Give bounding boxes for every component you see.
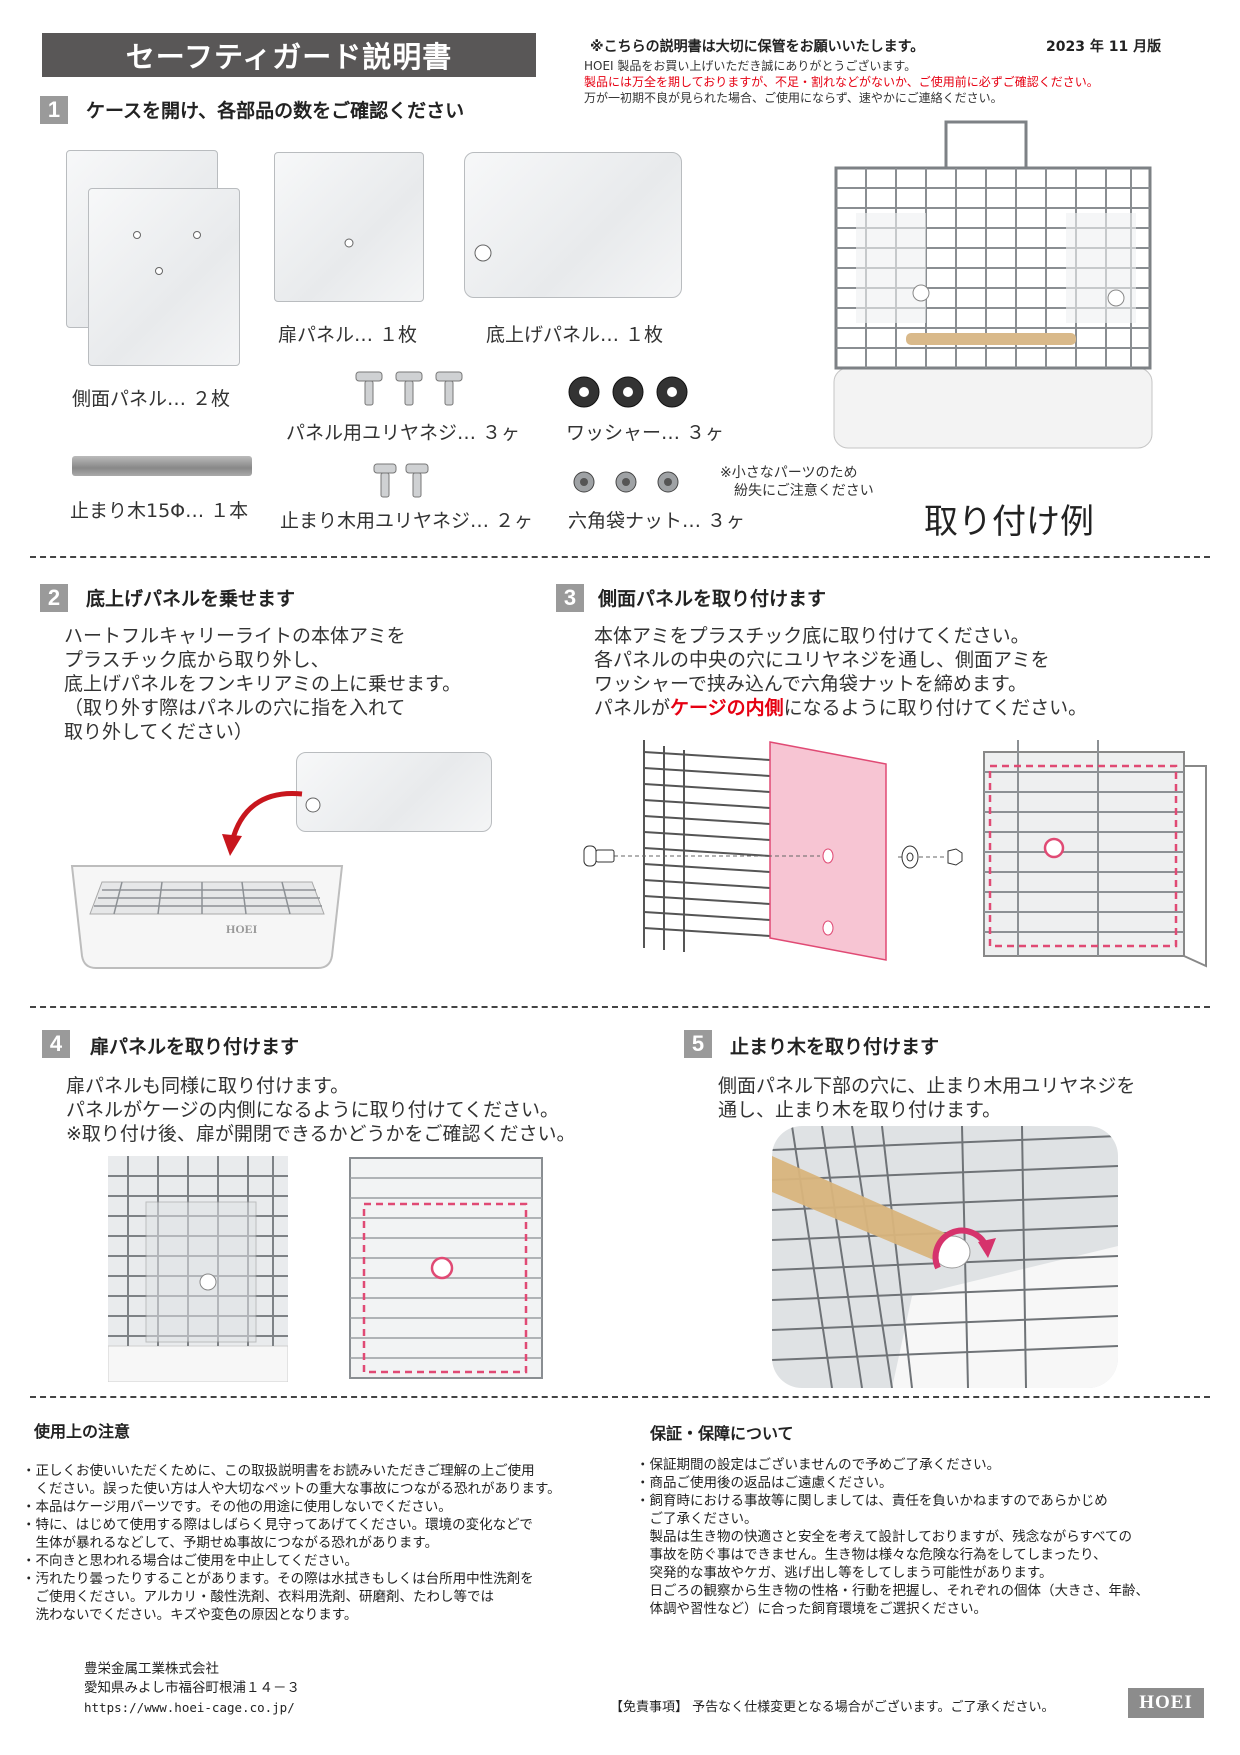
- caution-line: ご使用ください。アルカリ・酸性洗剤、衣料用洗剤、研磨剤、たわし等では: [22, 1589, 494, 1605]
- side-panel-installed-diagram: [983, 740, 1207, 968]
- section-3-line-4-pre: パネルが: [594, 697, 671, 719]
- warranty-title: 保証・保障について: [650, 1424, 794, 1443]
- company-url[interactable]: https://www.hoei-cage.co.jp/: [84, 1700, 295, 1715]
- warranty-line: 体調や習性など）に合った飼育環境をご選択ください。: [636, 1601, 987, 1617]
- document-title: セーフティガード説明書: [42, 33, 536, 77]
- panel-screw-label: パネル用ユリヤネジ… ３ヶ: [286, 422, 521, 444]
- section-4-line-2: パネルがケージの内側になるように取り付けてください。: [66, 1099, 560, 1121]
- divider-1: [30, 556, 1210, 558]
- keep-manual-note: ※こちらの説明書は大切に保管をお願いいたします。: [590, 39, 925, 55]
- warranty-line: 突発的な事故やケガ、逃げ出し等をしてしまう可能性があります。: [636, 1565, 1053, 1581]
- hex-nut-illustration: [573, 471, 679, 493]
- plastic-base-illustration: [70, 865, 344, 969]
- side-panel-front-illustration: [88, 188, 240, 366]
- divider-3: [30, 1396, 1210, 1398]
- washer-illustration: [568, 376, 688, 408]
- hoei-logo: HOEI: [1128, 1688, 1204, 1718]
- warranty-list: ・保証期間の設定はございませんので予めご了承ください。 ・商品ご使用後の返品はご…: [636, 1456, 1149, 1618]
- caution-line: 洗わないでください。キズや変色の原因となります。: [22, 1607, 358, 1623]
- section-2-line-4: （取り外す際はパネルの穴に指を入れて: [64, 697, 406, 719]
- section-3-line-3: ワッシャーで挟み込んで六角袋ナットを締めます。: [594, 673, 1028, 695]
- defect-note: 万が一初期不良が見られた場合、ご使用にならず、速やかにご連絡ください。: [584, 91, 1003, 105]
- section-5-number: 5: [684, 1030, 712, 1058]
- caution-line: ・正しくお使いいただくために、この取扱説明書をお読みいただきご理解の上ご使用: [22, 1463, 535, 1479]
- washer-label: ワッシャー… ３ヶ: [566, 422, 725, 444]
- bottom-panel-label: 底上げパネル… １枚: [486, 324, 664, 346]
- perch-screw-label: 止まり木用ユリヤネジ… ２ヶ: [280, 510, 534, 532]
- small-parts-note-1: ※小さなパーツのため: [720, 465, 858, 481]
- cage-example-illustration: [833, 120, 1153, 449]
- company-address: 愛知県みよし市福谷町根浦１４－３: [84, 1680, 300, 1696]
- section-4-title: 扉パネルを取り付けます: [90, 1036, 300, 1058]
- company-block: 豊栄金属工業株式会社 愛知県みよし市福谷町根浦１４－３ https://www.…: [84, 1660, 300, 1717]
- section-4-number: 4: [42, 1030, 70, 1058]
- section-1-title: ケースを開け、各部品の数をご確認ください: [86, 100, 465, 122]
- section-3-title: 側面パネルを取り付けます: [598, 588, 827, 610]
- warranty-line: 事故を防ぐ事はできません。生き物は様々な危険な行為をしてしまったり、: [636, 1547, 1107, 1563]
- warranty-line: 製品は生き物の快適さと安全を考えて設計しておりますが、残念ながらすべての: [636, 1529, 1132, 1545]
- warranty-line: ・保証期間の設定はございませんので予めご了承ください。: [636, 1457, 1001, 1473]
- check-note: 製品には万全を期しておりますが、不足・割れなどがないか、ご使用前に必ずご確認くだ…: [584, 75, 1099, 89]
- divider-2: [30, 1006, 1210, 1008]
- company-name: 豊栄金属工業株式会社: [84, 1661, 219, 1677]
- caution-line: ・特に、はじめて使用する際はしばらく見守ってあげてください。環境の変化などで: [22, 1517, 533, 1533]
- warranty-line: ・飼育時における事故等に関しましては、責任を負いかねますのであらかじめ: [636, 1493, 1108, 1509]
- section-3-line-4-highlight: ケージの内側: [670, 697, 784, 719]
- section-4-line-1: 扉パネルも同様に取り付けます。: [66, 1075, 350, 1097]
- door-panel-illustration: [274, 152, 424, 302]
- section-5-line-2: 通し、止まり木を取り付けます。: [718, 1099, 1002, 1121]
- section-2-line-5: 取り外してください）: [64, 721, 253, 743]
- section-3-line-4-post: になるように取り付けてください。: [783, 697, 1088, 719]
- placement-arrow: [222, 790, 303, 856]
- caution-line: 生体が暴れるなどして、予期せぬ事故につながる恐れがあります。: [22, 1535, 439, 1551]
- door-panel-label: 扉パネル… １枚: [278, 324, 418, 346]
- perch-illustration: [72, 456, 252, 476]
- section-5-title: 止まり木を取り付けます: [730, 1036, 940, 1058]
- door-panel-photo-illustration: [108, 1156, 288, 1382]
- bottom-panel-step2-illustration: [296, 752, 492, 832]
- side-panel-label: 側面パネル… ２枚: [72, 388, 231, 410]
- example-label: 取り付け例: [924, 502, 1094, 542]
- section-3-line-2: 各パネルの中央の穴にユリヤネジを通し、側面アミを: [594, 649, 1050, 671]
- section-3-number: 3: [556, 584, 584, 612]
- base-brand-mark: HOEI: [226, 922, 258, 936]
- section-2-line-3: 底上げパネルをフンキリアミの上に乗せます。: [64, 673, 462, 695]
- section-2-line-1: ハートフルキャリーライトの本体アミを: [64, 625, 406, 647]
- caution-line: ・不向きと思われる場合はご使用を中止してください。: [22, 1553, 359, 1569]
- caution-line: ・汚れたり曇ったりすることがあります。その際は水拭きもしくは台所用中性洗剤を: [22, 1571, 534, 1587]
- hex-nut-label: 六角袋ナット… ３ヶ: [568, 510, 746, 532]
- warranty-line: 日ごろの観察から生き物の性格・行動を把握し、それぞれの個体（大きさ、年齢、: [636, 1583, 1149, 1599]
- section-2-title: 底上げパネルを乗せます: [86, 588, 296, 610]
- cautions-title: 使用上の注意: [34, 1422, 131, 1441]
- perch-installation-photo-illustration: [772, 1126, 1118, 1388]
- perch-screw-illustration: [373, 463, 429, 498]
- section-3-line-4: パネルがケージの内側になるように取り付けてください。: [594, 696, 1087, 720]
- section-2-line-2: プラスチック底から取り外し、: [64, 649, 330, 671]
- washer-nut-diagram: [898, 845, 963, 869]
- disclaimer: 【免責事項】 予告なく仕様変更となる場合がございます。ご了承ください。: [610, 1700, 1055, 1715]
- caution-line: ください。誤った使い方は人や大切なペットの重大な事故につながる恐れがあります。: [22, 1481, 561, 1497]
- section-2-number: 2: [40, 584, 68, 612]
- version-label: 2023 年 11 月版: [1046, 39, 1162, 55]
- perch-label: 止まり木15Φ… １本: [70, 500, 249, 522]
- side-panel-assembly-diagram: [583, 740, 887, 961]
- door-panel-installed-diagram: [349, 1157, 543, 1379]
- small-parts-note-2: 紛失にご注意ください: [734, 483, 874, 499]
- caution-line: ・本品はケージ用パーツです。その他の用途に使用しないでください。: [22, 1499, 452, 1515]
- section-1-number: 1: [40, 96, 68, 124]
- section-4-line-3: ※取り付け後、扉が開閉できるかどうかをご確認ください。: [66, 1123, 576, 1145]
- thanks-note: HOEI 製品をお買い上げいただき誠にありがとうございます。: [584, 59, 917, 73]
- warranty-line: ご了承ください。: [636, 1511, 758, 1527]
- warranty-line: ・商品ご使用後の返品はご遠慮ください。: [636, 1475, 893, 1491]
- panel-screw-illustration: [355, 371, 463, 406]
- bottom-panel-illustration: [464, 152, 682, 298]
- section-3-line-1: 本体アミをプラスチック底に取り付けてください。: [594, 625, 1030, 647]
- cautions-list: ・正しくお使いいただくために、この取扱説明書をお読みいただきご理解の上ご使用 く…: [22, 1462, 561, 1624]
- section-5-line-1: 側面パネル下部の穴に、止まり木用ユリヤネジを: [718, 1075, 1136, 1097]
